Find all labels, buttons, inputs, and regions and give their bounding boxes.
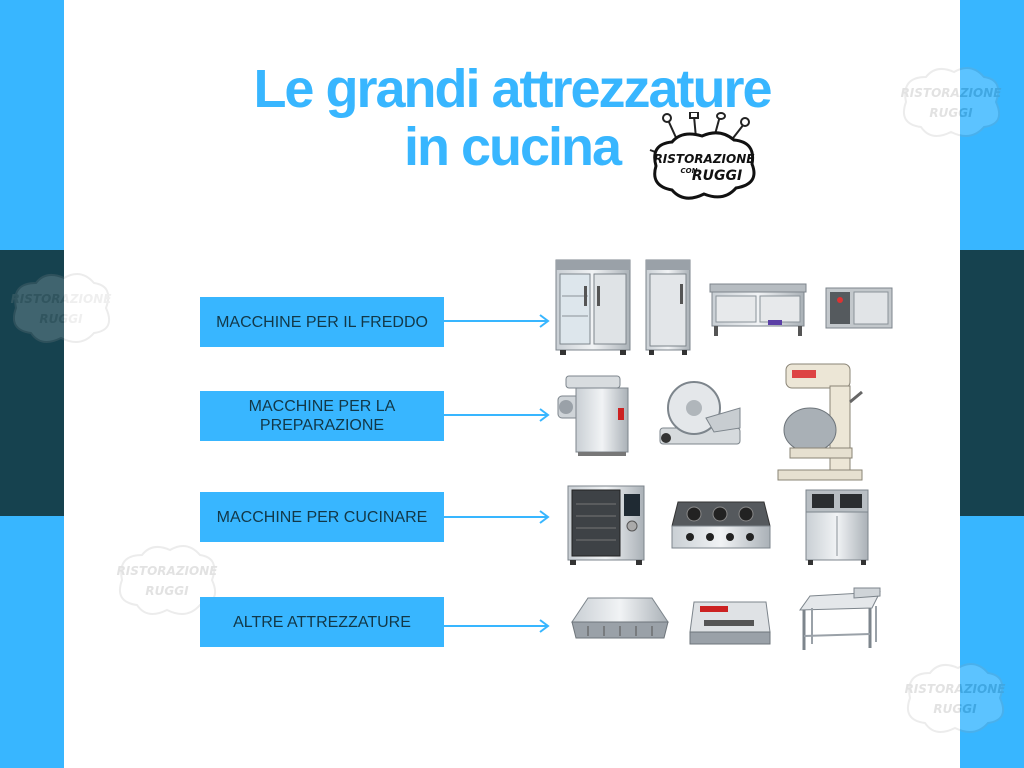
watermark-logo-text: RUGGI <box>929 106 973 120</box>
steel-work-table-icon <box>799 587 881 650</box>
arrow-icon <box>444 510 550 524</box>
arrow-icon <box>444 619 550 633</box>
category-altre-attrezzature: ALTRE ATTREZZATURE <box>200 597 444 647</box>
watermark-logo-text: RISTORAZIONE <box>116 564 218 578</box>
combi-oven-icon <box>567 485 645 565</box>
title-line-2: in cucina <box>403 117 622 177</box>
watermark-logo-text: RISTORAZIONE <box>900 86 1002 100</box>
watermark-logo-text: RUGGI <box>39 312 83 326</box>
meat-slicer-icon <box>659 381 741 445</box>
category-preparazione: MACCHINE PER LA PREPARAZIONE <box>200 391 444 441</box>
extractor-hood-icon <box>571 597 669 639</box>
brand-logo: RISTORAZIONE CON RUGGI <box>648 112 760 204</box>
watermark-logo-bottom-right: RISTORAZIONE RUGGI <box>900 658 1010 738</box>
right-dark-band <box>960 250 1024 516</box>
watermark-logo-text: RISTORAZIONE <box>10 292 112 306</box>
left-accent-bar <box>0 0 64 768</box>
arrow-icon <box>444 408 550 422</box>
deep-fryer-icon <box>805 489 869 565</box>
page-title: Le grandi attrezzature in cucina <box>150 60 874 176</box>
left-dark-band <box>0 250 64 516</box>
blast-chiller-icon <box>825 287 893 329</box>
watermark-logo-middle-left: RISTORAZIONE RUGGI <box>112 540 222 620</box>
refrigerated-counter-icon <box>709 283 807 336</box>
category-cucinare: MACCHINE PER CUCINARE <box>200 492 444 542</box>
watermark-logo-text: RUGGI <box>145 584 189 598</box>
vacuum-sealer-icon <box>689 601 771 645</box>
glass-door-refrigerator-icon <box>555 259 631 355</box>
watermark-logo-top-right: RISTORAZIONE RUGGI <box>896 62 1006 142</box>
meat-grinder-icon <box>557 375 629 456</box>
arrow-icon <box>444 314 550 328</box>
planetary-mixer-icon <box>777 363 863 481</box>
title-line-1: Le grandi attrezzature <box>253 59 772 119</box>
upright-freezer-icon <box>645 259 691 355</box>
brand-logo-line-1: RISTORAZIONE <box>653 152 755 166</box>
gas-burner-range-icon <box>671 501 771 549</box>
brand-logo-line-3: RUGGI <box>691 168 743 184</box>
watermark-logo-left: RISTORAZIONE RUGGI <box>6 268 116 348</box>
category-freddo: MACCHINE PER IL FREDDO <box>200 297 444 347</box>
brand-logo-line-2: CON <box>680 167 698 175</box>
watermark-logo-text: RISTORAZIONE <box>904 682 1006 696</box>
watermark-logo-text: RUGGI <box>933 702 977 716</box>
right-accent-bar <box>960 0 1024 768</box>
